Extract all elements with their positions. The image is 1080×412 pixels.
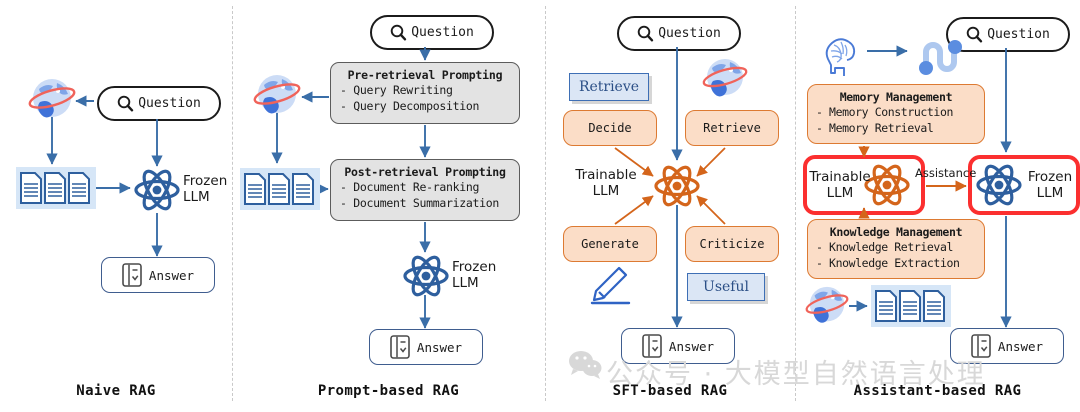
action-box-criticize[interactable]: Criticize bbox=[685, 226, 779, 262]
answer-label: Answer bbox=[668, 338, 715, 354]
pre-retrieval-item-1: - Query Decomposition bbox=[340, 98, 480, 113]
knowledge-item-1: - Knowledge Extraction bbox=[816, 255, 960, 270]
globe-icon bbox=[252, 72, 302, 120]
arrows-prompt bbox=[271, 47, 431, 329]
panel-separator-2 bbox=[545, 6, 546, 401]
panel-separator-3 bbox=[795, 6, 796, 401]
frozen-llm-label: Frozen LLM bbox=[1027, 169, 1073, 201]
atom-icon bbox=[402, 252, 450, 300]
question-label: Question bbox=[658, 26, 721, 41]
pencil-icon bbox=[589, 265, 633, 305]
question-pill[interactable]: Question bbox=[370, 15, 494, 50]
documents-icon bbox=[871, 285, 951, 327]
answer-box[interactable]: Answer bbox=[369, 329, 483, 365]
knowledge-heading: Knowledge Management bbox=[829, 225, 963, 239]
arrows-naive bbox=[46, 95, 163, 257]
memory-item-1: - Memory Retrieval bbox=[816, 120, 934, 135]
answer-card-icon bbox=[390, 335, 410, 359]
wechat-icon bbox=[568, 350, 602, 380]
answer-label: Answer bbox=[997, 338, 1044, 354]
post-retrieval-item-1: - Document Summarization bbox=[340, 195, 499, 210]
search-icon bbox=[966, 26, 983, 43]
documents-icon bbox=[240, 168, 320, 210]
action-box-retrieve[interactable]: Retrieve bbox=[685, 110, 779, 146]
panel-title-prompt: Prompt-based RAG bbox=[317, 383, 460, 399]
arrows-assistant bbox=[849, 45, 1012, 328]
frozen-llm-box[interactable] bbox=[968, 155, 1080, 215]
panel-assistant-rag: Question Memory Management - Memory Con bbox=[795, 0, 1080, 412]
answer-card-icon bbox=[642, 334, 662, 358]
brain-head-icon bbox=[819, 32, 865, 78]
action-box-generate[interactable]: Generate bbox=[563, 226, 657, 262]
knowledge-item-0: - Knowledge Retrieval bbox=[816, 240, 953, 254]
question-pill[interactable]: Question bbox=[946, 17, 1070, 52]
pre-retrieval-heading: Pre-retrieval Prompting bbox=[347, 68, 503, 82]
arrows-sft bbox=[614, 47, 726, 328]
memory-management-box: Memory Management - Memory Construction … bbox=[807, 84, 985, 144]
pre-retrieval-item-0: - Query Rewriting bbox=[340, 83, 453, 97]
answer-box[interactable]: Answer bbox=[621, 328, 735, 364]
atom-icon bbox=[133, 166, 181, 214]
globe-icon bbox=[27, 76, 77, 124]
answer-label: Answer bbox=[416, 339, 463, 355]
answer-box[interactable]: Answer bbox=[101, 257, 215, 293]
assistance-label: Assistance bbox=[915, 166, 977, 180]
panel-title-sft: SFT-based RAG bbox=[612, 383, 728, 399]
panel-prompt-rag: Question Pre-retrieval Prompting - Query… bbox=[232, 0, 545, 412]
documents-icon bbox=[16, 167, 96, 209]
action-box-decide[interactable]: Decide bbox=[563, 110, 657, 146]
atom-icon bbox=[653, 162, 701, 210]
globe-icon bbox=[803, 283, 851, 329]
question-pill[interactable]: Question bbox=[97, 86, 221, 121]
frozen-llm-label: Frozen LLM bbox=[452, 259, 497, 291]
panel-separator-1 bbox=[232, 6, 233, 401]
search-icon bbox=[390, 24, 407, 41]
question-label: Question bbox=[138, 96, 201, 111]
globe-icon bbox=[700, 55, 750, 103]
knowledge-management-box: Knowledge Management - Knowledge Retriev… bbox=[807, 219, 985, 279]
memory-item-0: - Memory Construction bbox=[816, 105, 953, 119]
answer-card-icon bbox=[122, 263, 142, 287]
answer-box[interactable]: Answer bbox=[950, 328, 1064, 364]
frozen-llm-label: Frozen LLM bbox=[183, 173, 228, 205]
retrieve-tag: Retrieve bbox=[569, 73, 649, 101]
useful-tag: Useful bbox=[687, 273, 765, 301]
search-icon bbox=[637, 25, 654, 42]
post-retrieval-prompting-box: Post-retrieval Prompting - Document Re-r… bbox=[330, 159, 520, 221]
atom-icon-trainable bbox=[863, 161, 911, 209]
panel-sft-rag: Question Retrieve Useful Decide Retrieve… bbox=[545, 0, 795, 412]
answer-card-icon bbox=[971, 334, 991, 358]
post-retrieval-heading: Post-retrieval Prompting bbox=[344, 165, 506, 179]
answer-label: Answer bbox=[148, 267, 195, 283]
panel-naive-rag: Question bbox=[0, 0, 232, 412]
pipeline-icon bbox=[917, 36, 965, 78]
trainable-llm-label: Trainable LLM bbox=[809, 169, 871, 201]
trainable-llm-label: Trainable LLM bbox=[575, 167, 637, 199]
pre-retrieval-prompting-box: Pre-retrieval Prompting - Query Rewritin… bbox=[330, 62, 520, 124]
panel-title-assistant: Assistant-based RAG bbox=[853, 383, 1022, 399]
atom-icon-frozen bbox=[975, 161, 1023, 209]
question-pill[interactable]: Question bbox=[617, 16, 741, 51]
watermark-text: 公众号 · 大模型自然语言处理 bbox=[606, 359, 986, 390]
post-retrieval-item-0: - Document Re-ranking bbox=[340, 180, 480, 194]
search-icon bbox=[117, 95, 134, 112]
memory-heading: Memory Management bbox=[839, 90, 953, 104]
panel-title-naive: Naive RAG bbox=[76, 383, 156, 399]
question-label: Question bbox=[987, 27, 1050, 42]
question-label: Question bbox=[411, 25, 474, 40]
